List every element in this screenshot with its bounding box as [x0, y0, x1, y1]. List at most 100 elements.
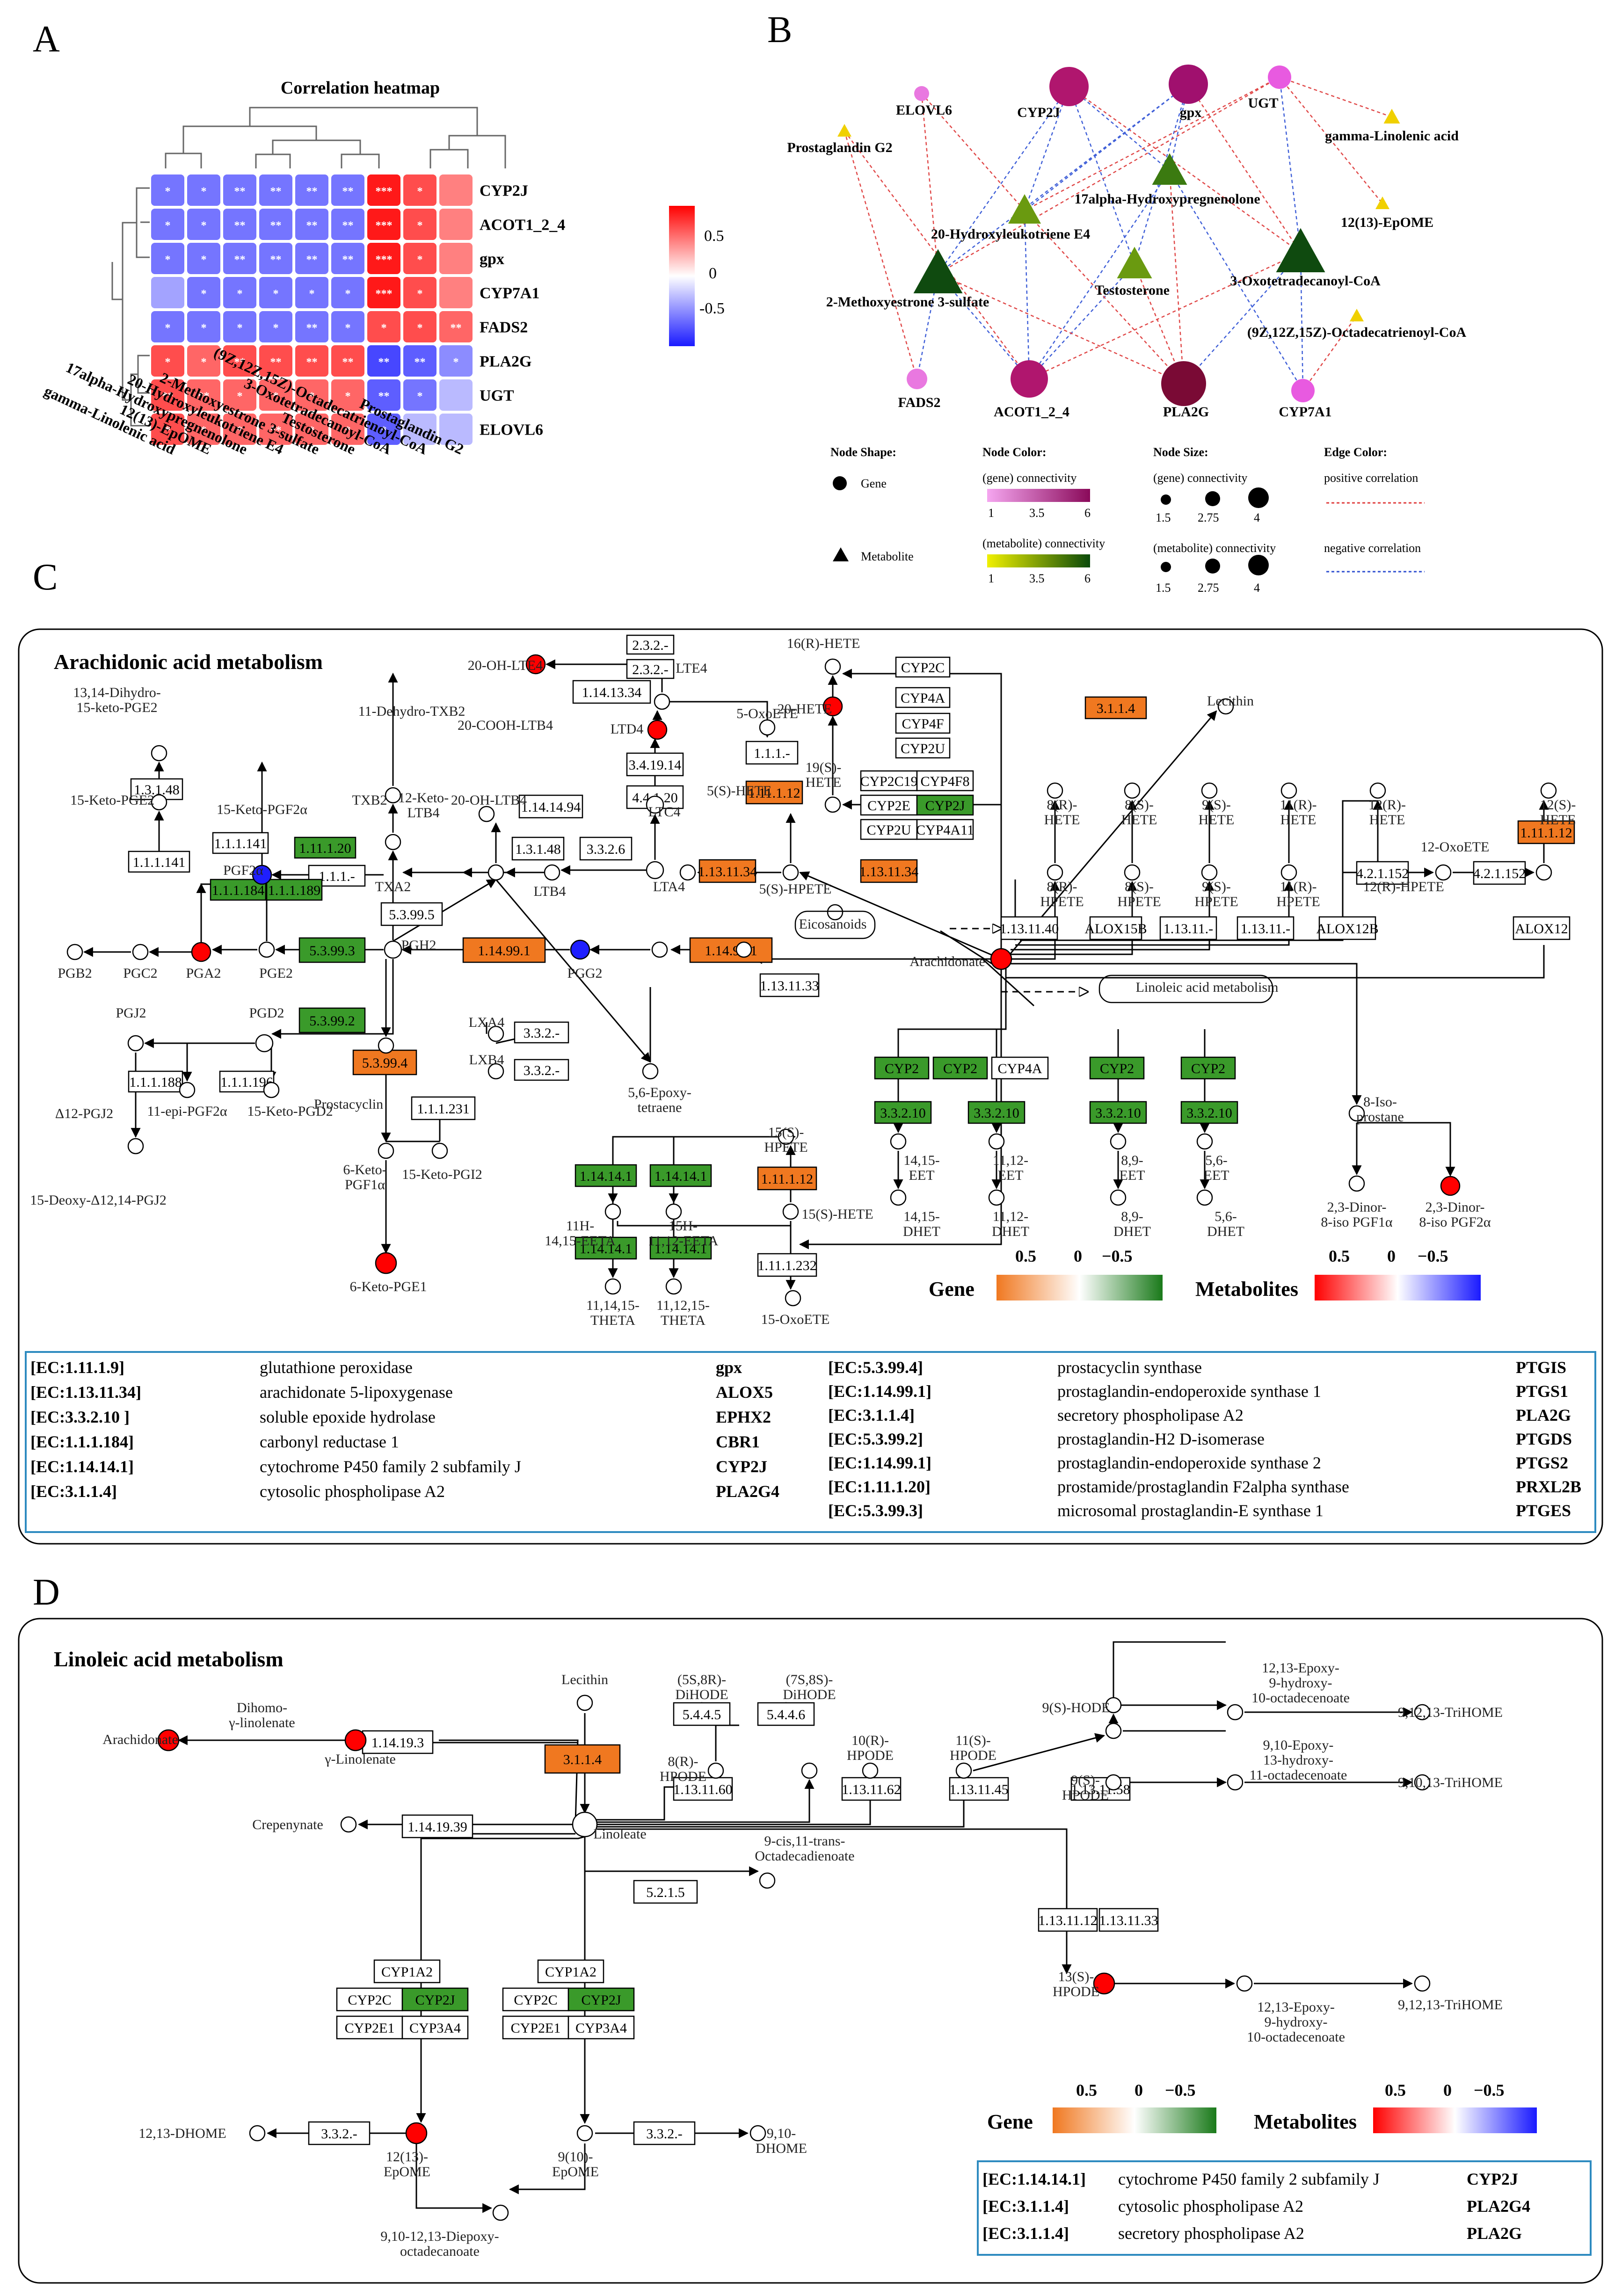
compound-node	[576, 2125, 593, 2142]
compound-label: 11,12-	[993, 1153, 1028, 1168]
ec-enzyme: prostaglandin-endoperoxide synthase 2	[1057, 1453, 1321, 1472]
compound-node	[759, 719, 776, 736]
network-edge	[1029, 252, 1301, 380]
compound-node	[651, 941, 668, 958]
heatmap-star: **	[342, 254, 354, 266]
heatmap-cell	[439, 277, 473, 308]
pathway-edge	[799, 959, 1002, 1250]
compound-label: 14,15-	[903, 1209, 940, 1224]
network-gene-node	[907, 369, 927, 389]
compound-node	[378, 1037, 394, 1054]
enzyme-label: CYP2C19	[860, 774, 917, 789]
heatmap-star: **	[306, 220, 318, 232]
heatmap-star: **	[306, 254, 318, 266]
compound-label: PGB2	[58, 966, 92, 981]
enzyme-label: 3.4.19.14	[629, 757, 682, 773]
compound-label: Octadecadienoate	[755, 1848, 854, 1864]
compound-label: prostane	[1356, 1109, 1404, 1125]
enzyme-box	[352, 1049, 417, 1075]
compound-node	[1414, 1975, 1431, 1992]
pathway-edge	[1342, 800, 1378, 872]
network-gene-node	[1169, 65, 1208, 104]
legend-gene: Gene	[861, 477, 887, 490]
compound-label: 9(S)-	[1202, 879, 1231, 894]
heatmap-cell	[187, 379, 220, 411]
compound-label: 11-Dehydro-TXB2	[358, 704, 466, 719]
compound-label: PGH2	[401, 937, 436, 953]
compound-node	[1227, 1704, 1244, 1721]
enzyme-label: CYP2U	[866, 822, 911, 838]
compound-label: PGD2	[249, 1005, 284, 1021]
heatmap-cell	[223, 379, 256, 411]
enzyme-label: 1.1.1.-	[754, 746, 790, 761]
heatmap-star: *	[417, 391, 423, 403]
heatmap-star: **	[306, 322, 318, 334]
heatmap-cell	[367, 277, 400, 308]
heatmap-cell	[295, 277, 328, 308]
compound-label: 11,12-EETA	[648, 1233, 719, 1249]
network-node-label: (9Z,12Z,15Z)-Octadecatrienoyl-CoA	[1247, 325, 1467, 340]
ec-gene: PTGDS	[1516, 1430, 1572, 1448]
enzyme-label: 1.14.14.1	[655, 1169, 707, 1184]
la-legend-met-bar	[1373, 2107, 1537, 2133]
heatmap-star: **	[270, 356, 282, 369]
heatmap-star: *	[165, 356, 171, 369]
legend-gene-shape	[833, 476, 847, 490]
la-legend-tick: 0	[1443, 2081, 1452, 2100]
enzyme-box	[895, 656, 951, 678]
ec-gene: CYP2J	[1467, 2170, 1518, 2188]
enzyme-label: 3.3.2.10	[974, 1105, 1019, 1121]
compound-label: 5,6-Epoxy-	[628, 1085, 691, 1100]
compound-label: PGE2	[259, 966, 293, 981]
heatmap-star: **	[415, 356, 426, 369]
enzyme-box	[1356, 861, 1409, 885]
ec-enzyme: cytochrome P450 family 2 subfamily J	[260, 1457, 521, 1476]
network-node-label: FADS2	[898, 395, 940, 410]
compound-label: HPETE	[1040, 894, 1084, 909]
compound-node	[759, 1872, 776, 1889]
enzyme-box	[1089, 1101, 1147, 1124]
compound-node	[570, 939, 590, 960]
enzyme-box	[991, 1056, 1049, 1080]
enzyme-box	[1517, 820, 1575, 844]
enzyme-label: 3.3.2.6	[587, 842, 626, 857]
compound-label: 11,12,15-	[656, 1298, 710, 1313]
enzyme-box	[518, 794, 583, 819]
compound-label: 20-OH-LTB4	[451, 792, 527, 808]
enzyme-box	[575, 1236, 637, 1260]
network-node-label: ELOVL6	[896, 102, 952, 118]
compound-node	[1124, 782, 1141, 799]
compound-node	[179, 1082, 196, 1098]
compound-label: HPETE	[1276, 894, 1320, 909]
pathway-edge	[597, 1779, 815, 1823]
enzyme-box	[1089, 1056, 1145, 1080]
network-edge	[1024, 210, 1184, 384]
compound-label: LXA4	[469, 1015, 505, 1030]
heatmap-star: ***	[376, 186, 393, 198]
heatmap-cell	[439, 243, 473, 274]
network-edge	[844, 131, 918, 379]
enzyme-label: CYP2C	[901, 660, 945, 676]
enzyme-box	[1098, 1908, 1159, 1932]
heatmap-cell	[403, 277, 436, 308]
pathway-edge	[1006, 963, 1362, 1105]
network-gene-node	[1011, 360, 1048, 398]
enzyme-box	[745, 741, 799, 765]
ec-enzyme: prostamide/prostaglandin F2alpha synthas…	[1057, 1477, 1349, 1496]
aa-legend-tick: 0	[1387, 1247, 1396, 1265]
enzyme-box	[1000, 916, 1058, 940]
compound-label: HETE	[1540, 812, 1576, 828]
heatmap-cell	[331, 209, 364, 240]
network-edge	[1028, 170, 1171, 379]
network-edge	[1029, 264, 1135, 379]
heatmap-cell	[403, 209, 436, 240]
enzyme-label: 1.13.11.62	[842, 1782, 901, 1797]
enzyme-box	[916, 794, 974, 816]
legend-met-conn-tick: 1	[988, 572, 994, 585]
enzyme-box	[1318, 916, 1376, 940]
enzyme-label: 1.13.11.33	[1099, 1913, 1158, 1928]
enzyme-box	[128, 1070, 183, 1093]
heatmap-cell	[187, 209, 220, 240]
compound-label: 13,14-Dihydro-	[73, 685, 160, 700]
compound-label: LTD4	[611, 721, 644, 737]
